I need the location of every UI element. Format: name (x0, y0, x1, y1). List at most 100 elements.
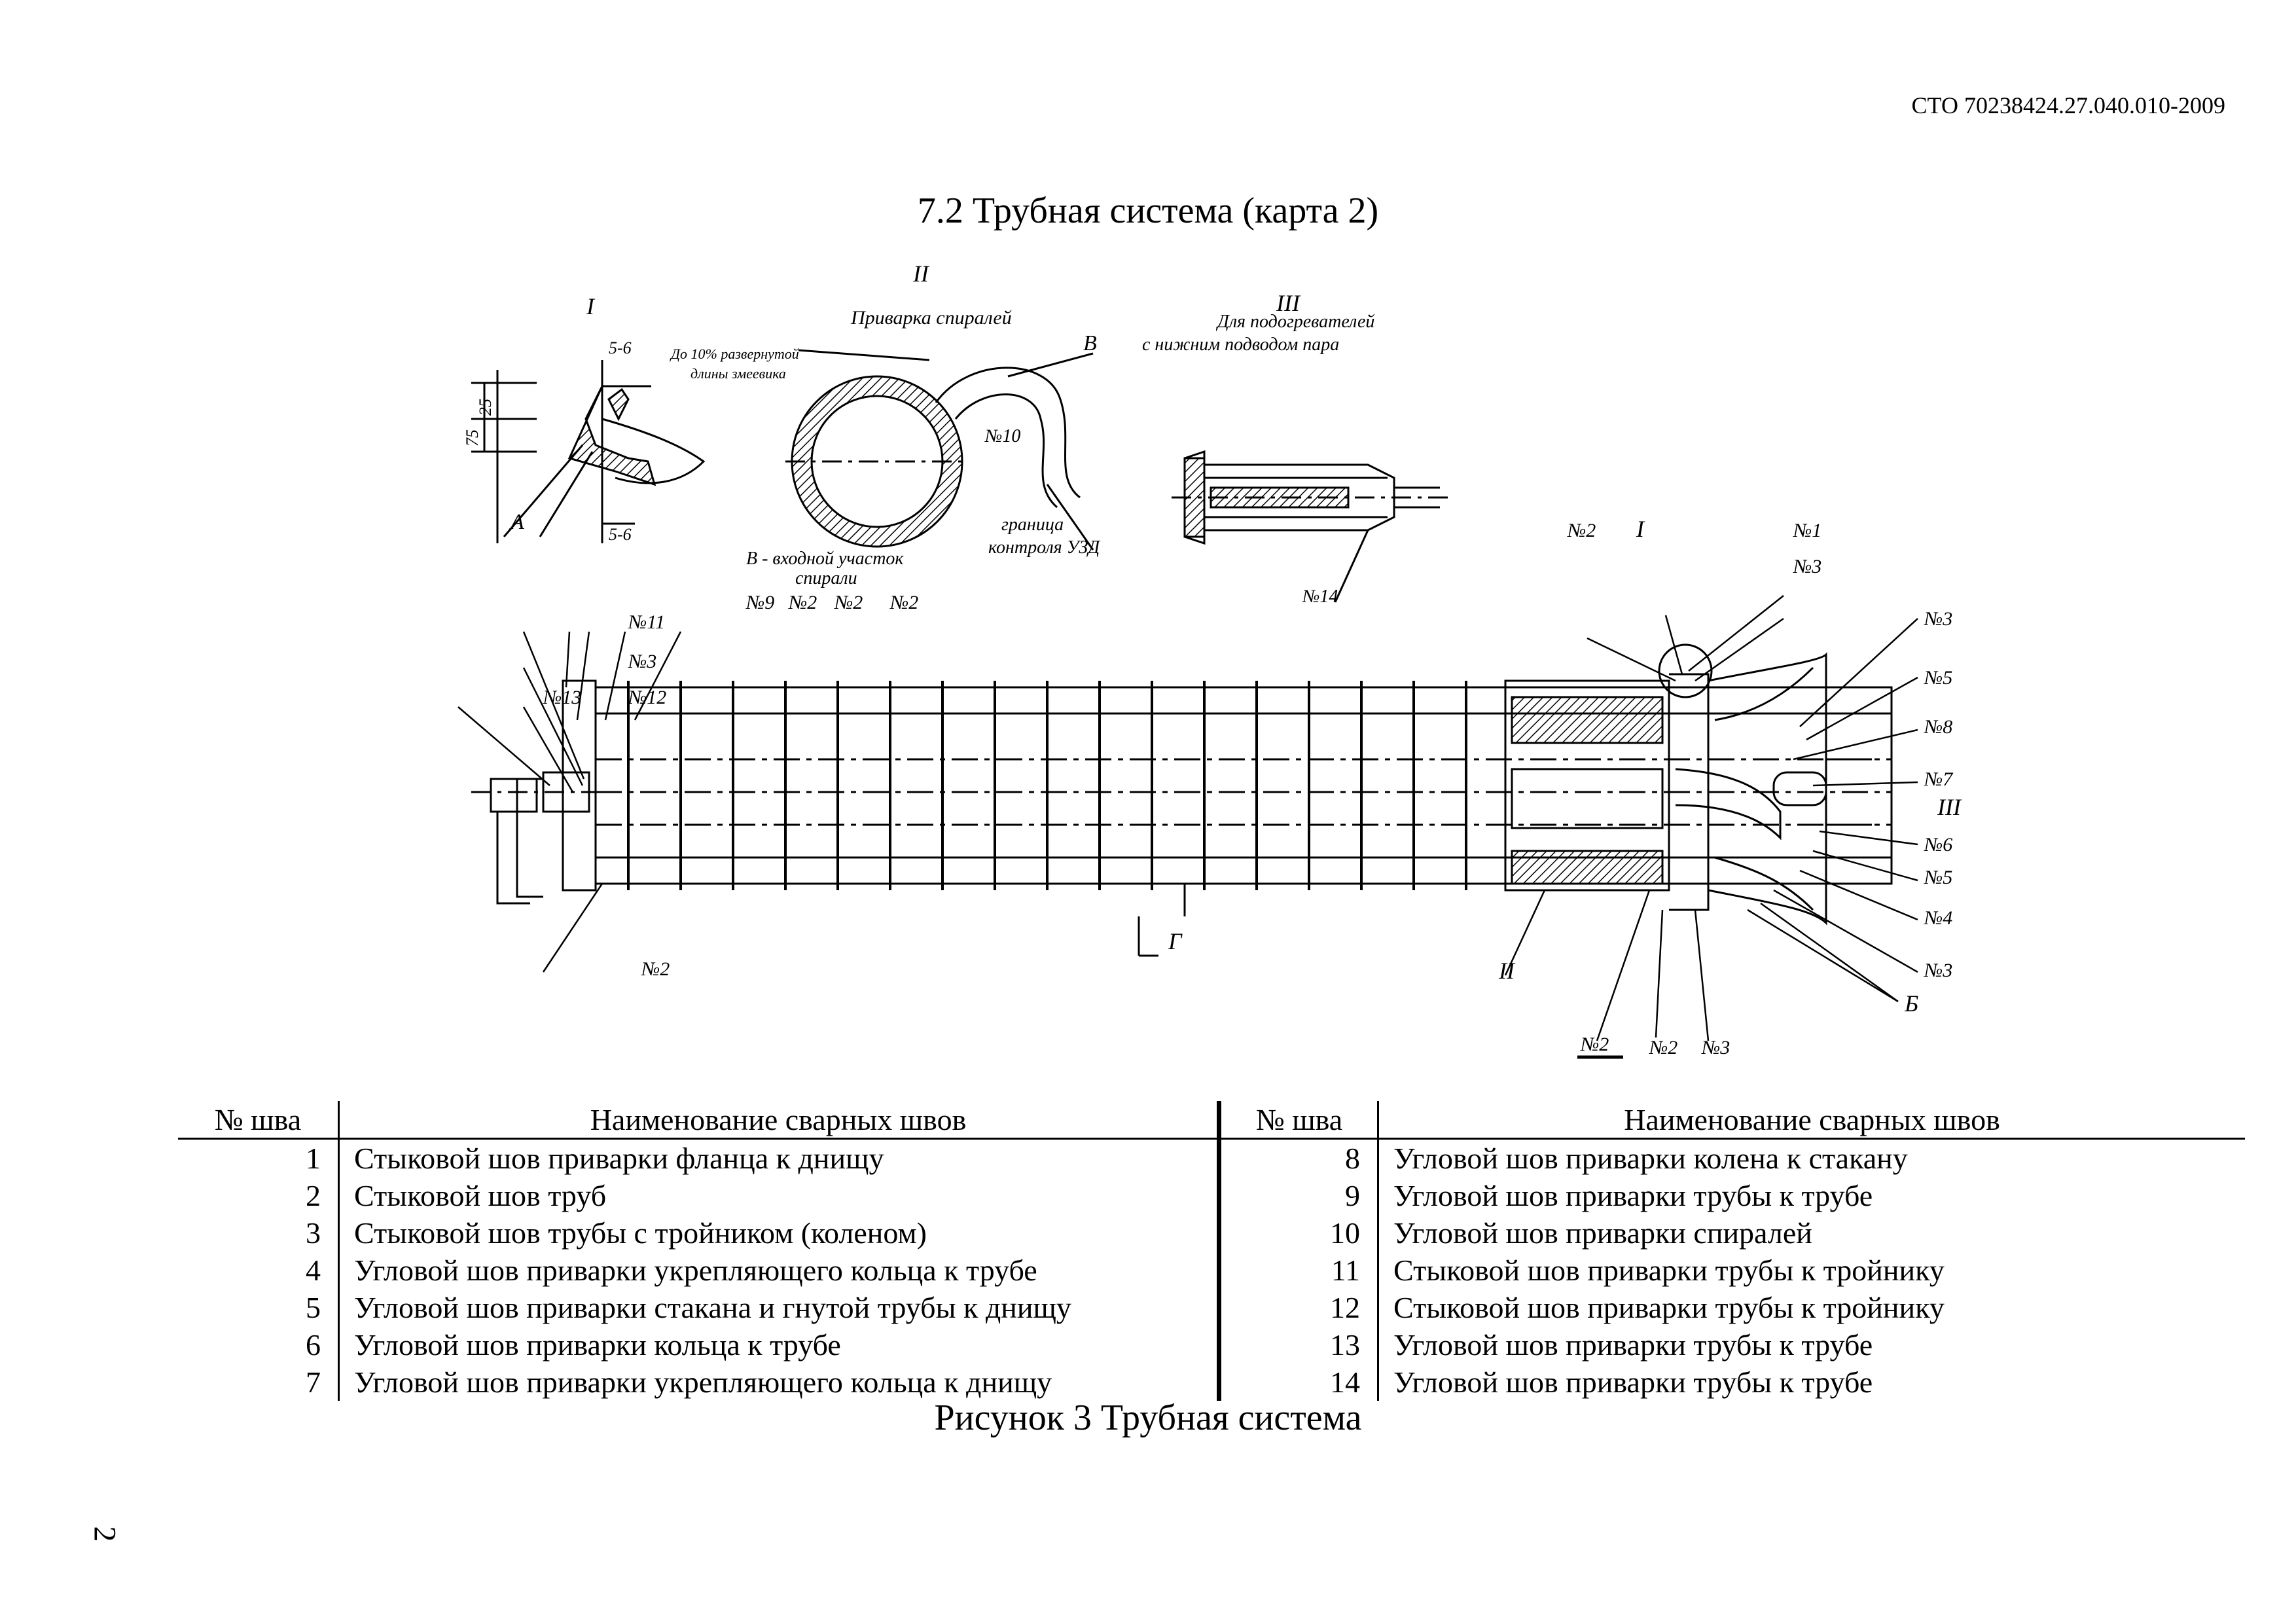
label-A: А (509, 510, 524, 534)
weld-table: № шва Наименование сварных швов № шва На… (178, 1101, 2245, 1401)
weld-num: 12 (1217, 1289, 1379, 1326)
label-weld-2-top-c: №2 (889, 592, 918, 613)
label-weld-2-top-b: №2 (834, 592, 863, 613)
label-weld-8: №8 (1924, 716, 1952, 738)
weld-14-label: №14 (1302, 586, 1338, 607)
section-title: 7.2 Трубная система (карта 2) (917, 190, 1379, 231)
weld-num: 5 (178, 1289, 340, 1326)
dim-5-6-top: 5-6 (609, 338, 632, 357)
label-weld-3-top: №3 (1793, 556, 1821, 577)
label-B-cyr: Б (1904, 990, 1918, 1017)
dim-25: 25 (476, 399, 495, 416)
border-line2: контроля УЗД (988, 537, 1101, 558)
table-row: 7 Угловой шов приварки укрепляющего коль… (178, 1363, 2245, 1401)
label-weld-2-lowest-a: №2 (1580, 1034, 1609, 1055)
label-weld-2-top-a: №9 (745, 592, 774, 613)
detail-II-note-line1: До 10% развернутой (670, 346, 799, 362)
weld-10-label: №10 (984, 426, 1020, 446)
label-weld-4: №4 (1924, 907, 1952, 929)
weld-num: 4 (178, 1252, 340, 1289)
label-weld-1: №1 (1793, 520, 1821, 541)
table-row: 4 Угловой шов приварки укрепляющего коль… (178, 1252, 2245, 1289)
table-row: 1 Стыковой шов приварки фланца к днищу 8… (178, 1138, 2245, 1177)
weld-name: Угловой шов приварки трубы к трубе (1393, 1328, 1873, 1362)
weld-num: 11 (1217, 1252, 1379, 1289)
label-detail-I: I (1636, 516, 1645, 542)
weld-num: 13 (1217, 1326, 1379, 1363)
weld-num: 8 (1217, 1138, 1379, 1177)
detail-I (471, 360, 706, 543)
label-weld-2-lowest-b: №2 (1649, 1037, 1677, 1058)
detail-II-caption: Приварка спиралей (850, 307, 1012, 329)
header-num-2: № шва (1217, 1101, 1379, 1140)
detail-II (785, 349, 1094, 550)
dim-5-6-bottom: 5-6 (609, 525, 632, 544)
weld-name: Угловой шов приварки колена к стакану (1393, 1142, 1908, 1175)
label-weld-9: №2 (788, 592, 817, 613)
tube-system-drawing: I 5-6 25 75 5-6 А II Приварка спиралей Д… (457, 262, 1962, 1059)
label-weld-13: №13 (543, 687, 581, 708)
weld-num: 9 (1217, 1177, 1379, 1214)
label-weld-3-bottom: №3 (1924, 960, 1952, 981)
label-weld-3: №3 (628, 651, 656, 672)
figure-caption: Рисунок 3 Трубная система (934, 1398, 1362, 1438)
detail-III-caption-line1: Для подогревателей (1215, 312, 1374, 332)
label-B: В (1083, 331, 1097, 355)
header-name-2: Наименование сварных швов (1378, 1101, 2245, 1140)
label-weld-5-top: №5 (1924, 667, 1952, 689)
detail-II-note-line2: длины змеевика (691, 365, 786, 382)
detail-I-title: I (586, 293, 596, 319)
weld-name: Стыковой шов труб (354, 1179, 607, 1212)
document-code: СТО 70238424.27.040.010-2009 (1911, 92, 2225, 118)
label-weld-3-right: №3 (1924, 608, 1952, 630)
weld-name: Угловой шов приварки укрепляющего кольца… (354, 1254, 1037, 1287)
label-weld-6: №6 (1924, 834, 1952, 856)
weld-name: Угловой шов приварки трубы к трубе (1393, 1365, 1873, 1399)
weld-num: 7 (178, 1363, 340, 1401)
weld-num: 14 (1217, 1363, 1379, 1401)
header-num: № шва (178, 1101, 340, 1140)
label-weld-2-right-top: №2 (1567, 520, 1596, 541)
weld-name: Угловой шов приварки укрепляющего кольца… (354, 1365, 1052, 1399)
main-labels: №11 №3 №13 №12 №2 №9 №2 №2 №2 №2 I №1 №3… (543, 516, 1962, 1058)
inlet-line1: В - входной участок (746, 549, 904, 569)
label-weld-5-bottom: №5 (1924, 867, 1952, 888)
leader-lines (457, 595, 1918, 1059)
table-row: 6 Угловой шов приварки кольца к трубе 13… (178, 1326, 2245, 1363)
weld-name: Стыковой шов трубы с тройником (коленом) (354, 1216, 927, 1250)
weld-name: Стыковой шов приварки фланца к днищу (354, 1142, 884, 1175)
table-row: 5 Угловой шов приварки стакана и гнутой … (178, 1289, 2245, 1326)
dim-75: 75 (463, 429, 482, 446)
label-detail-II: II (1498, 958, 1516, 984)
page-number: 2 (87, 1526, 122, 1542)
table-row: 3 Стыковой шов трубы с тройником (колено… (178, 1214, 2245, 1252)
weld-name: Стыковой шов приварки трубы к тройнику (1393, 1254, 1945, 1287)
inlet-line2: спирали (795, 568, 857, 588)
weld-name: Угловой шов приварки стакана и гнутой тр… (354, 1291, 1071, 1324)
detail-III (1172, 450, 1453, 603)
label-weld-2-left: №2 (641, 958, 670, 980)
weld-num: 1 (178, 1138, 340, 1177)
label-weld-3-lowest: №3 (1701, 1037, 1730, 1058)
header-name: Наименование сварных швов (338, 1101, 1219, 1140)
weld-name: Угловой шов приварки трубы к трубе (1393, 1179, 1873, 1212)
weld-num: 2 (178, 1177, 340, 1214)
table-header-row: № шва Наименование сварных швов № шва На… (178, 1101, 2245, 1140)
weld-name: Угловой шов приварки кольца к трубе (354, 1328, 841, 1362)
label-detail-III: III (1937, 794, 1962, 820)
tube-bundle (471, 643, 1893, 957)
detail-II-title: II (912, 262, 930, 287)
border-line1: граница (1001, 514, 1064, 535)
weld-num: 3 (178, 1214, 340, 1252)
weld-name: Угловой шов приварки спиралей (1393, 1216, 1812, 1250)
weld-num: 10 (1217, 1214, 1379, 1252)
label-weld-12: №12 (628, 687, 666, 708)
detail-III-caption-line2: с нижним подводом пара (1142, 334, 1339, 355)
label-G: Г (1168, 928, 1183, 954)
weld-name: Стыковой шов приварки трубы к тройнику (1393, 1291, 1945, 1324)
weld-num: 6 (178, 1326, 340, 1363)
detail-III-title: III (1276, 290, 1301, 316)
label-weld-11: №11 (628, 611, 665, 633)
table-row: 2 Стыковой шов труб 9 Угловой шов привар… (178, 1177, 2245, 1214)
label-weld-7: №7 (1924, 768, 1954, 790)
